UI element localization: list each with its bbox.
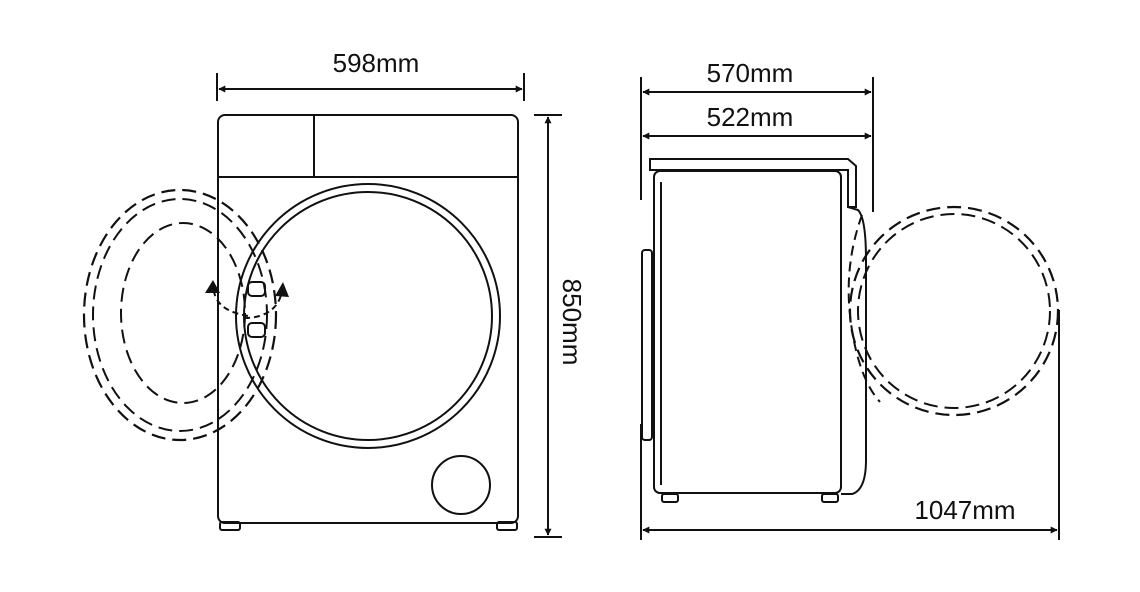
washer-body-side bbox=[653, 170, 842, 494]
door-swing-arrow-right bbox=[243, 289, 283, 319]
washer-back-plate bbox=[641, 249, 653, 441]
depth-door-open-label: 1047mm bbox=[914, 495, 1015, 525]
door-swing-arrow-left bbox=[212, 284, 249, 317]
filter-service-panel bbox=[431, 455, 491, 515]
door-hinge-top bbox=[247, 281, 266, 297]
open-door-side-dashed bbox=[847, 205, 1060, 417]
front-view: 598mm 850mm bbox=[82, 48, 587, 538]
foot-front-right bbox=[496, 521, 518, 531]
washer-top-lid bbox=[649, 158, 857, 208]
depth-overall-label: 570mm bbox=[707, 58, 794, 88]
door-inner-ring bbox=[243, 191, 493, 441]
foot-front-left bbox=[219, 521, 241, 531]
foot-side-front bbox=[821, 493, 839, 503]
width-label: 598mm bbox=[333, 48, 420, 78]
depth-body-label: 522mm bbox=[707, 102, 794, 132]
door-profile-side bbox=[841, 206, 867, 495]
foot-side-back bbox=[661, 493, 679, 503]
height-label: 850mm bbox=[557, 279, 587, 366]
side-view: 570mm 522mm 1047mm bbox=[640, 58, 1060, 540]
door-outer-ring bbox=[235, 183, 501, 449]
door-hinge-bottom bbox=[247, 322, 266, 338]
washer-cabinet-front bbox=[217, 114, 519, 524]
